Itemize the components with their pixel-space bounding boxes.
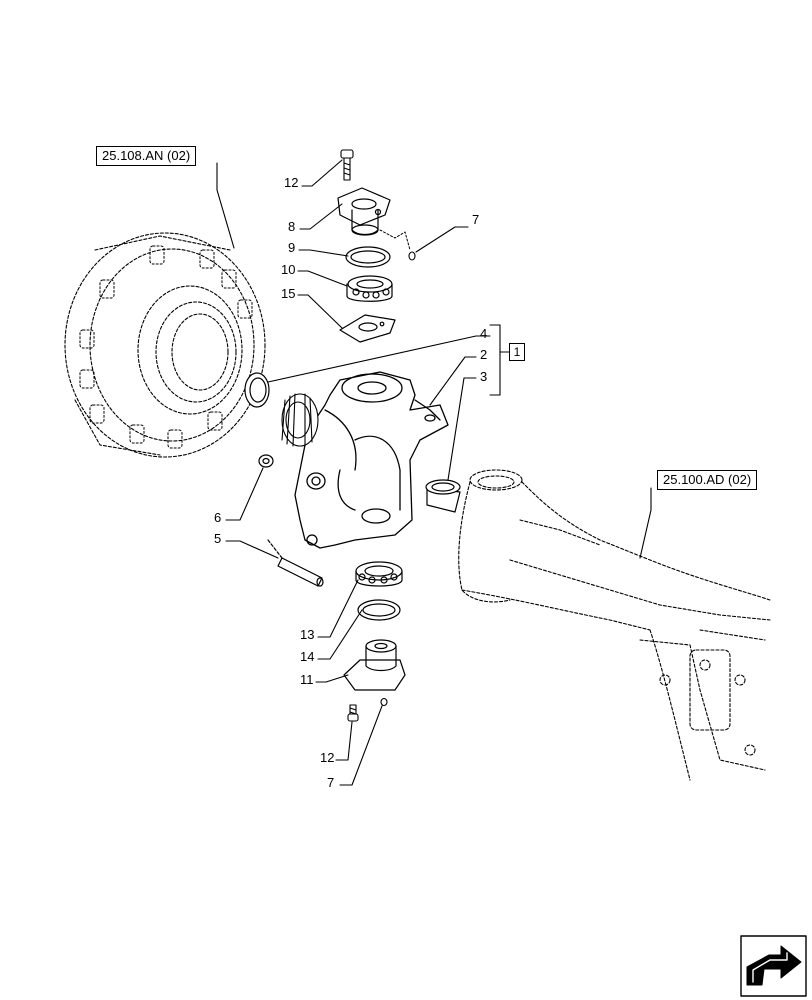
seal-9-drawing xyxy=(345,246,391,268)
nut-6-drawing xyxy=(258,454,274,468)
callout-3: 3 xyxy=(480,369,488,384)
bolt-12-bottom-drawing xyxy=(347,704,359,722)
callout-11: 11 xyxy=(300,672,314,687)
bolt-12-top-drawing xyxy=(340,149,354,181)
callout-8: 8 xyxy=(288,219,296,234)
king-pin-cap-11-drawing xyxy=(343,639,406,691)
reference-box-axle[interactable]: 25.100.AD (02) xyxy=(657,470,758,490)
wheel-hub-studs xyxy=(79,245,253,449)
callout-5: 5 xyxy=(214,531,222,546)
grease-fitting-7-bottom xyxy=(380,697,388,707)
bearing-13-drawing xyxy=(355,561,403,587)
grease-fitting-7-top-drawing xyxy=(379,229,411,251)
next-page-arrow-icon[interactable] xyxy=(740,935,807,997)
reference-box-hub[interactable]: 25.108.AN (02) xyxy=(96,146,197,166)
callout-10: 10 xyxy=(281,262,296,277)
callout-12-bottom: 12 xyxy=(320,750,335,765)
callout-9: 9 xyxy=(288,240,296,255)
seal-ring-4-drawing xyxy=(244,372,270,408)
callout-15: 15 xyxy=(281,286,296,301)
axle-housing-drawing xyxy=(458,469,771,781)
leader-lines xyxy=(216,159,652,786)
callout-1-assembly: 1 xyxy=(509,343,525,361)
callout-12-top: 12 xyxy=(284,175,299,190)
callout-7-bottom: 7 xyxy=(327,775,335,790)
pin-5-drawing xyxy=(267,539,324,587)
callout-6: 6 xyxy=(214,510,222,525)
callout-14: 14 xyxy=(300,649,315,664)
splined-shaft-drawing xyxy=(281,393,319,447)
callout-7-top: 7 xyxy=(472,212,480,227)
wheel-hub-drawing xyxy=(64,232,266,458)
king-pin-cap-8-drawing xyxy=(337,187,391,236)
grease-fitting-7-top xyxy=(408,251,416,261)
callout-2: 2 xyxy=(480,347,488,362)
steering-knuckle-drawing xyxy=(294,371,449,549)
seal-14-drawing xyxy=(357,599,401,621)
shim-15-drawing xyxy=(339,314,396,343)
bushing-3-drawing xyxy=(425,479,461,513)
callout-13: 13 xyxy=(300,627,315,642)
callout-4: 4 xyxy=(480,326,488,341)
bearing-10-drawing xyxy=(346,275,393,302)
